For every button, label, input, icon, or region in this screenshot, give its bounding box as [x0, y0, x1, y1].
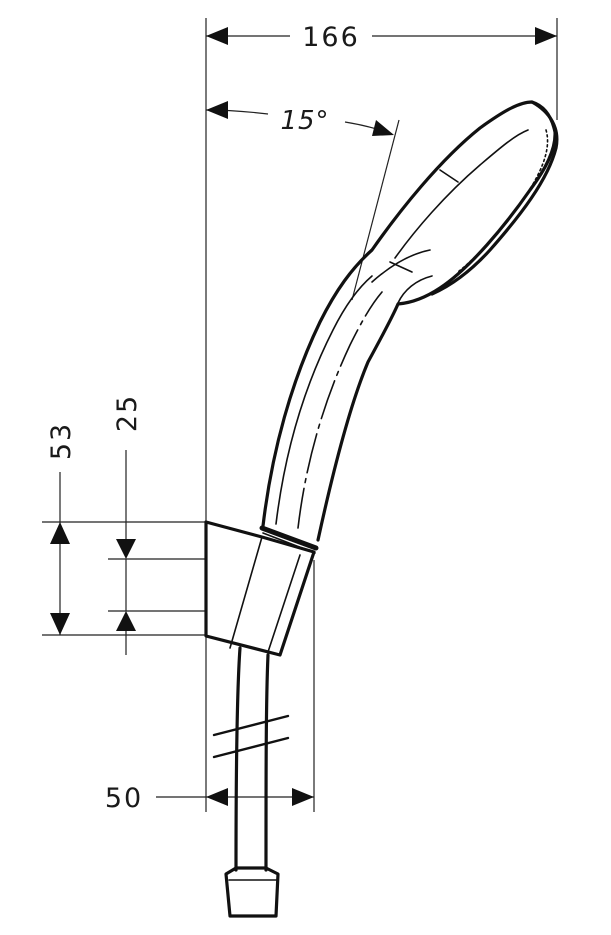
arrow-up-icon — [50, 522, 70, 544]
arrow-up-icon — [116, 611, 136, 631]
dimension-25-label: 25 — [112, 394, 143, 432]
arrow-left-icon — [206, 27, 228, 45]
arrow-right-icon — [292, 788, 314, 806]
dimension-tilt-angle: 15° — [205, 101, 394, 136]
arrow-left-icon — [206, 788, 228, 806]
arrow-right-icon — [535, 27, 557, 45]
dimension-15deg-label: 15° — [280, 106, 329, 136]
hand-shower — [259, 100, 559, 554]
arrow-right-icon — [372, 120, 394, 136]
wall-holder — [204, 520, 316, 657]
dimension-overall-width: 166 — [206, 22, 557, 53]
arrow-down-icon — [116, 539, 136, 559]
arrow-left-icon — [206, 101, 228, 119]
dimension-50-label: 50 — [105, 783, 143, 814]
dimension-holder-depth: 50 — [105, 783, 314, 814]
dimension-holder-offset: 25 — [112, 394, 143, 631]
shower-hose — [212, 646, 290, 918]
dimension-166-label: 166 — [302, 22, 360, 53]
dimension-holder-height: 53 — [46, 422, 77, 635]
dimension-53-label: 53 — [46, 422, 77, 460]
arrow-down-icon — [50, 613, 70, 635]
